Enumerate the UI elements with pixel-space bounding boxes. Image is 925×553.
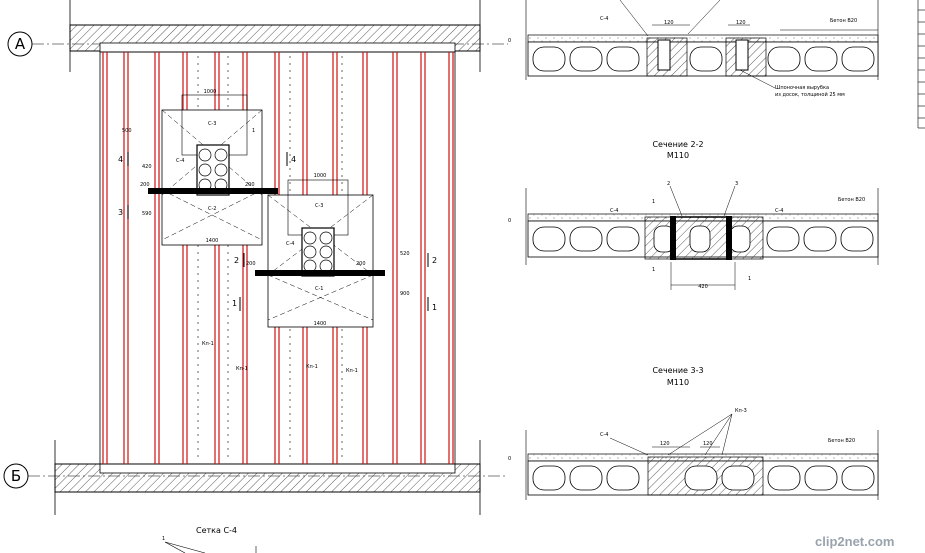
- cut-1-right: 1: [432, 303, 437, 312]
- sec2-n1: 1: [652, 199, 655, 205]
- mark-s2: С-2: [208, 206, 216, 212]
- mark-kp1-d: Кп-1: [346, 368, 358, 374]
- dim-900: 900: [400, 291, 410, 297]
- sec2-n1-b: 1: [652, 267, 655, 273]
- sec3-level: 0: [508, 456, 511, 462]
- dim-1000-b: 1000: [314, 173, 327, 179]
- joint-upper: 1000 500 1400 420 590 200 200 С-3 С-4 С-…: [122, 89, 278, 246]
- watermark: clip2net.com: [815, 534, 894, 549]
- sec3-subtitle: М110: [667, 378, 689, 387]
- sec2-subtitle: М110: [667, 151, 689, 160]
- mark-s4: С-4: [176, 158, 184, 164]
- dim-590: 590: [142, 211, 152, 217]
- sec2-title: Сечение 2-2: [652, 140, 703, 149]
- mark-s3: С-3: [208, 121, 216, 127]
- sec1-concrete: Бетон В20: [830, 18, 857, 24]
- dim-200-d: 200: [356, 261, 366, 267]
- mark-kp1-b: Кп-1: [236, 366, 248, 372]
- dim-200-a: 200: [140, 182, 150, 188]
- mesh-n1: 1: [162, 536, 165, 542]
- section-2-2: Сечение 2-2 М110 420 С-4 С-4 Бетон В20 0…: [508, 140, 879, 290]
- dim-200-b: 200: [245, 182, 255, 188]
- cut-1-left: 1: [232, 299, 237, 308]
- dim-200-c: 200: [246, 261, 256, 267]
- joint-lower: 1000 1400 200 200 520 900 С-3 С-4 С-1: [246, 173, 410, 328]
- mesh-c4-area: Сетка С-4 1: [162, 526, 257, 553]
- sec2-mark-right: С-4: [775, 208, 783, 214]
- sec1-note-1: Шпоночная вырубка: [775, 85, 829, 91]
- sec3-kp: Кп-3: [735, 408, 747, 414]
- title-block-partial: [917, 0, 925, 129]
- dim-520: 520: [400, 251, 410, 257]
- sec3-dim-120-b: 120: [703, 441, 713, 447]
- cut-4-right: 4: [291, 155, 296, 164]
- dim-1000-a: 1000: [204, 89, 217, 95]
- cut-2-left: 2: [234, 256, 239, 265]
- mark-s4-b: С-4: [286, 241, 294, 247]
- sec3-mark: С-4: [600, 432, 608, 438]
- mark-s3-b: С-3: [315, 203, 323, 209]
- mark-1: 1: [252, 128, 255, 134]
- dim-500: 500: [122, 128, 132, 134]
- sec2-dim-420: 420: [698, 284, 708, 290]
- dim-1400-a: 1400: [206, 238, 219, 244]
- sec1-mark: С-4: [600, 16, 608, 22]
- sec3-dim-120-a: 120: [660, 441, 670, 447]
- sec2-mark-left: С-4: [610, 208, 618, 214]
- mark-kp1-c: Кп-1: [306, 364, 318, 370]
- sec1-dim-120-a: 120: [664, 20, 674, 26]
- sec2-level: 0: [508, 218, 511, 224]
- dim-1400-b: 1400: [314, 321, 327, 327]
- axis-b: Б: [3, 463, 505, 489]
- axis-a-label: А: [15, 35, 26, 53]
- sec2-concrete: Бетон В20: [838, 197, 865, 203]
- sec1-note-2: из досок, толщиной 25 мм: [775, 91, 845, 98]
- mesh-title: Сетка С-4: [196, 526, 237, 535]
- sec2-n3: 3: [735, 181, 738, 187]
- sec1-dim-120-b: 120: [736, 20, 746, 26]
- dim-420: 420: [142, 164, 152, 170]
- section-markers: [127, 152, 429, 311]
- section-1-1: 120 120 С-4 Бетон В20 0 Шпоночная вырубк…: [508, 0, 879, 98]
- sec2-n1-c: 1: [748, 276, 751, 282]
- section-3-3: Сечение 3-3 М110 120 120 С-4 Кп-3 Бетон …: [508, 366, 879, 500]
- cut-4-left: 4: [118, 155, 123, 164]
- sec3-concrete: Бетон В20: [828, 438, 855, 444]
- cut-2-right: 2: [432, 256, 437, 265]
- mark-s1: С-1: [315, 286, 323, 292]
- mark-kp1-a: Кп-1: [202, 341, 214, 347]
- axis-b-label: Б: [11, 467, 21, 485]
- sec1-level: 0: [508, 38, 511, 44]
- sec3-title: Сечение 3-3: [652, 366, 703, 375]
- cut-3-left: 3: [118, 208, 123, 217]
- floor-plan: А Б: [3, 0, 508, 515]
- sec2-n2: 2: [667, 181, 670, 187]
